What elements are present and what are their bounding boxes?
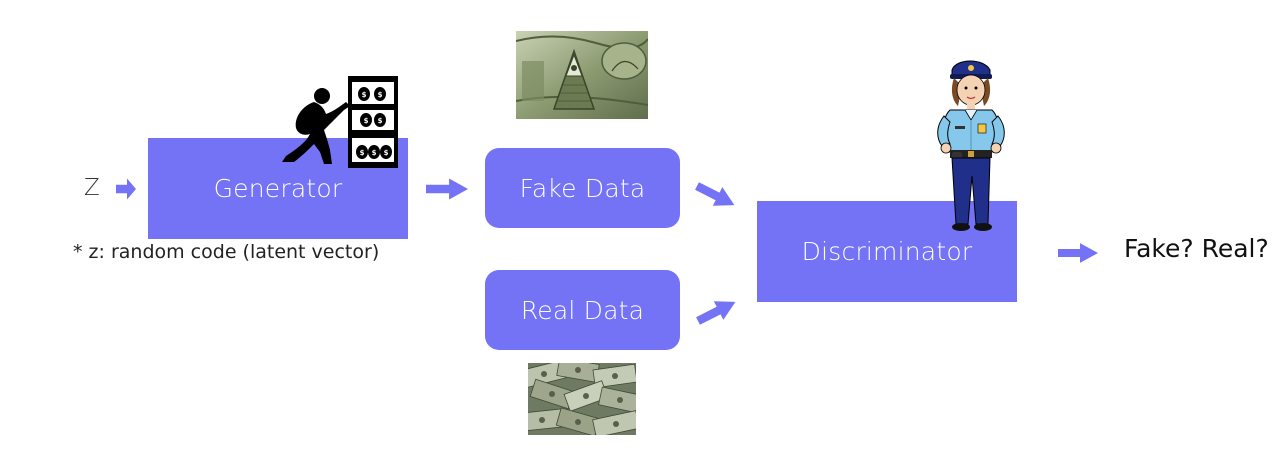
svg-text:$: $ [364,117,369,125]
arrow-fake-to-discriminator [692,176,740,215]
real-data-label: Real Data [520,295,645,325]
arrow-real-to-discriminator [693,292,741,331]
real-money-photo [528,363,636,435]
generator-label: Generator [213,174,343,203]
svg-text:$: $ [372,149,377,157]
arrow-generator-to-fake [426,178,468,200]
svg-text:$: $ [384,149,389,157]
fake-dollar-photo [516,31,648,119]
svg-text:$: $ [362,91,367,99]
z-label: Z [84,175,100,201]
real-data-box: Real Data [485,270,680,350]
svg-text:$: $ [378,91,383,99]
latent-note: * z: random code (latent vector) [73,241,380,263]
fake-data-label: Fake Data [519,173,646,203]
svg-text:$: $ [360,149,365,157]
arrow-z-to-generator [116,178,136,200]
discriminator-label: Discriminator [801,237,973,266]
svg-text:$: $ [378,117,383,125]
police-officer-icon [937,60,1005,231]
counterfeiter-silhouette-icon: $ $ $ $ $ $ $ [282,76,398,168]
discriminator-box: Discriminator [757,201,1017,302]
result-label: Fake? Real? [1124,234,1269,263]
arrow-discriminator-to-result [1058,243,1098,263]
fake-data-box: Fake Data [485,148,680,228]
